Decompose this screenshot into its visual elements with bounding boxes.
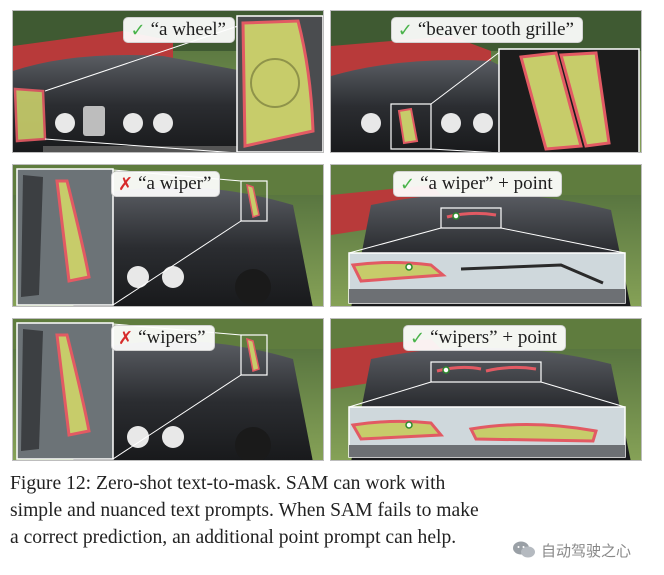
checkmark-icon: ✓ <box>130 19 146 41</box>
checkmark-icon: ✓ <box>397 19 413 41</box>
caption-line-2: simple and nuanced text prompts. When SA… <box>10 500 479 521</box>
cross-icon: ✗ <box>118 327 134 349</box>
caption-line-3: a correct prediction, an additional poin… <box>10 527 457 548</box>
figure-caption: Figure 12: Zero-shot text-to-mask. SAM c… <box>10 470 655 551</box>
checkmark-icon: ✓ <box>400 173 416 195</box>
prompt-label: ✓ “beaver tooth grille” <box>390 17 583 43</box>
prompt-label: ✓ “a wheel” <box>123 17 235 43</box>
checkmark-icon: ✓ <box>410 327 426 349</box>
car-photo-grille <box>331 11 641 152</box>
car-photo-wipers-point <box>331 319 641 460</box>
prompt-label: ✓ “wipers” + point <box>403 325 566 351</box>
panel-wiper-point: ✓ “a wiper” + point <box>330 164 642 307</box>
panel-wipers-point: ✓ “wipers” + point <box>330 318 642 461</box>
prompt-text: “beaver tooth grille” <box>417 19 574 40</box>
prompt-label: ✗ “a wiper” <box>111 171 221 197</box>
prompt-text: “a wiper” <box>138 173 212 194</box>
prompt-text: “a wiper” + point <box>420 173 553 194</box>
prompt-text: “wipers” + point <box>430 327 557 348</box>
panel-wiper-fail: ✗ “a wiper” <box>12 164 324 307</box>
prompt-text: “a wheel” <box>150 19 226 40</box>
wechat-logo-icon <box>513 541 535 558</box>
car-photo-wipers <box>13 319 323 460</box>
panel-grille: ✓ “beaver tooth grille” <box>330 10 642 153</box>
cross-icon: ✗ <box>118 173 134 195</box>
prompt-text: “wipers” <box>138 327 206 348</box>
watermark-text: 自动驾驶之心 <box>541 541 632 560</box>
panel-wipers-fail: ✗ “wipers” <box>12 318 324 461</box>
panel-wheel: ✓ “a wheel” <box>12 10 324 153</box>
caption-line-1: Figure 12: Zero-shot text-to-mask. SAM c… <box>10 473 446 494</box>
watermark: 自动驾驶之心 <box>506 536 638 564</box>
prompt-label: ✓ “a wiper” + point <box>393 171 562 197</box>
prompt-label: ✗ “wipers” <box>111 325 215 351</box>
